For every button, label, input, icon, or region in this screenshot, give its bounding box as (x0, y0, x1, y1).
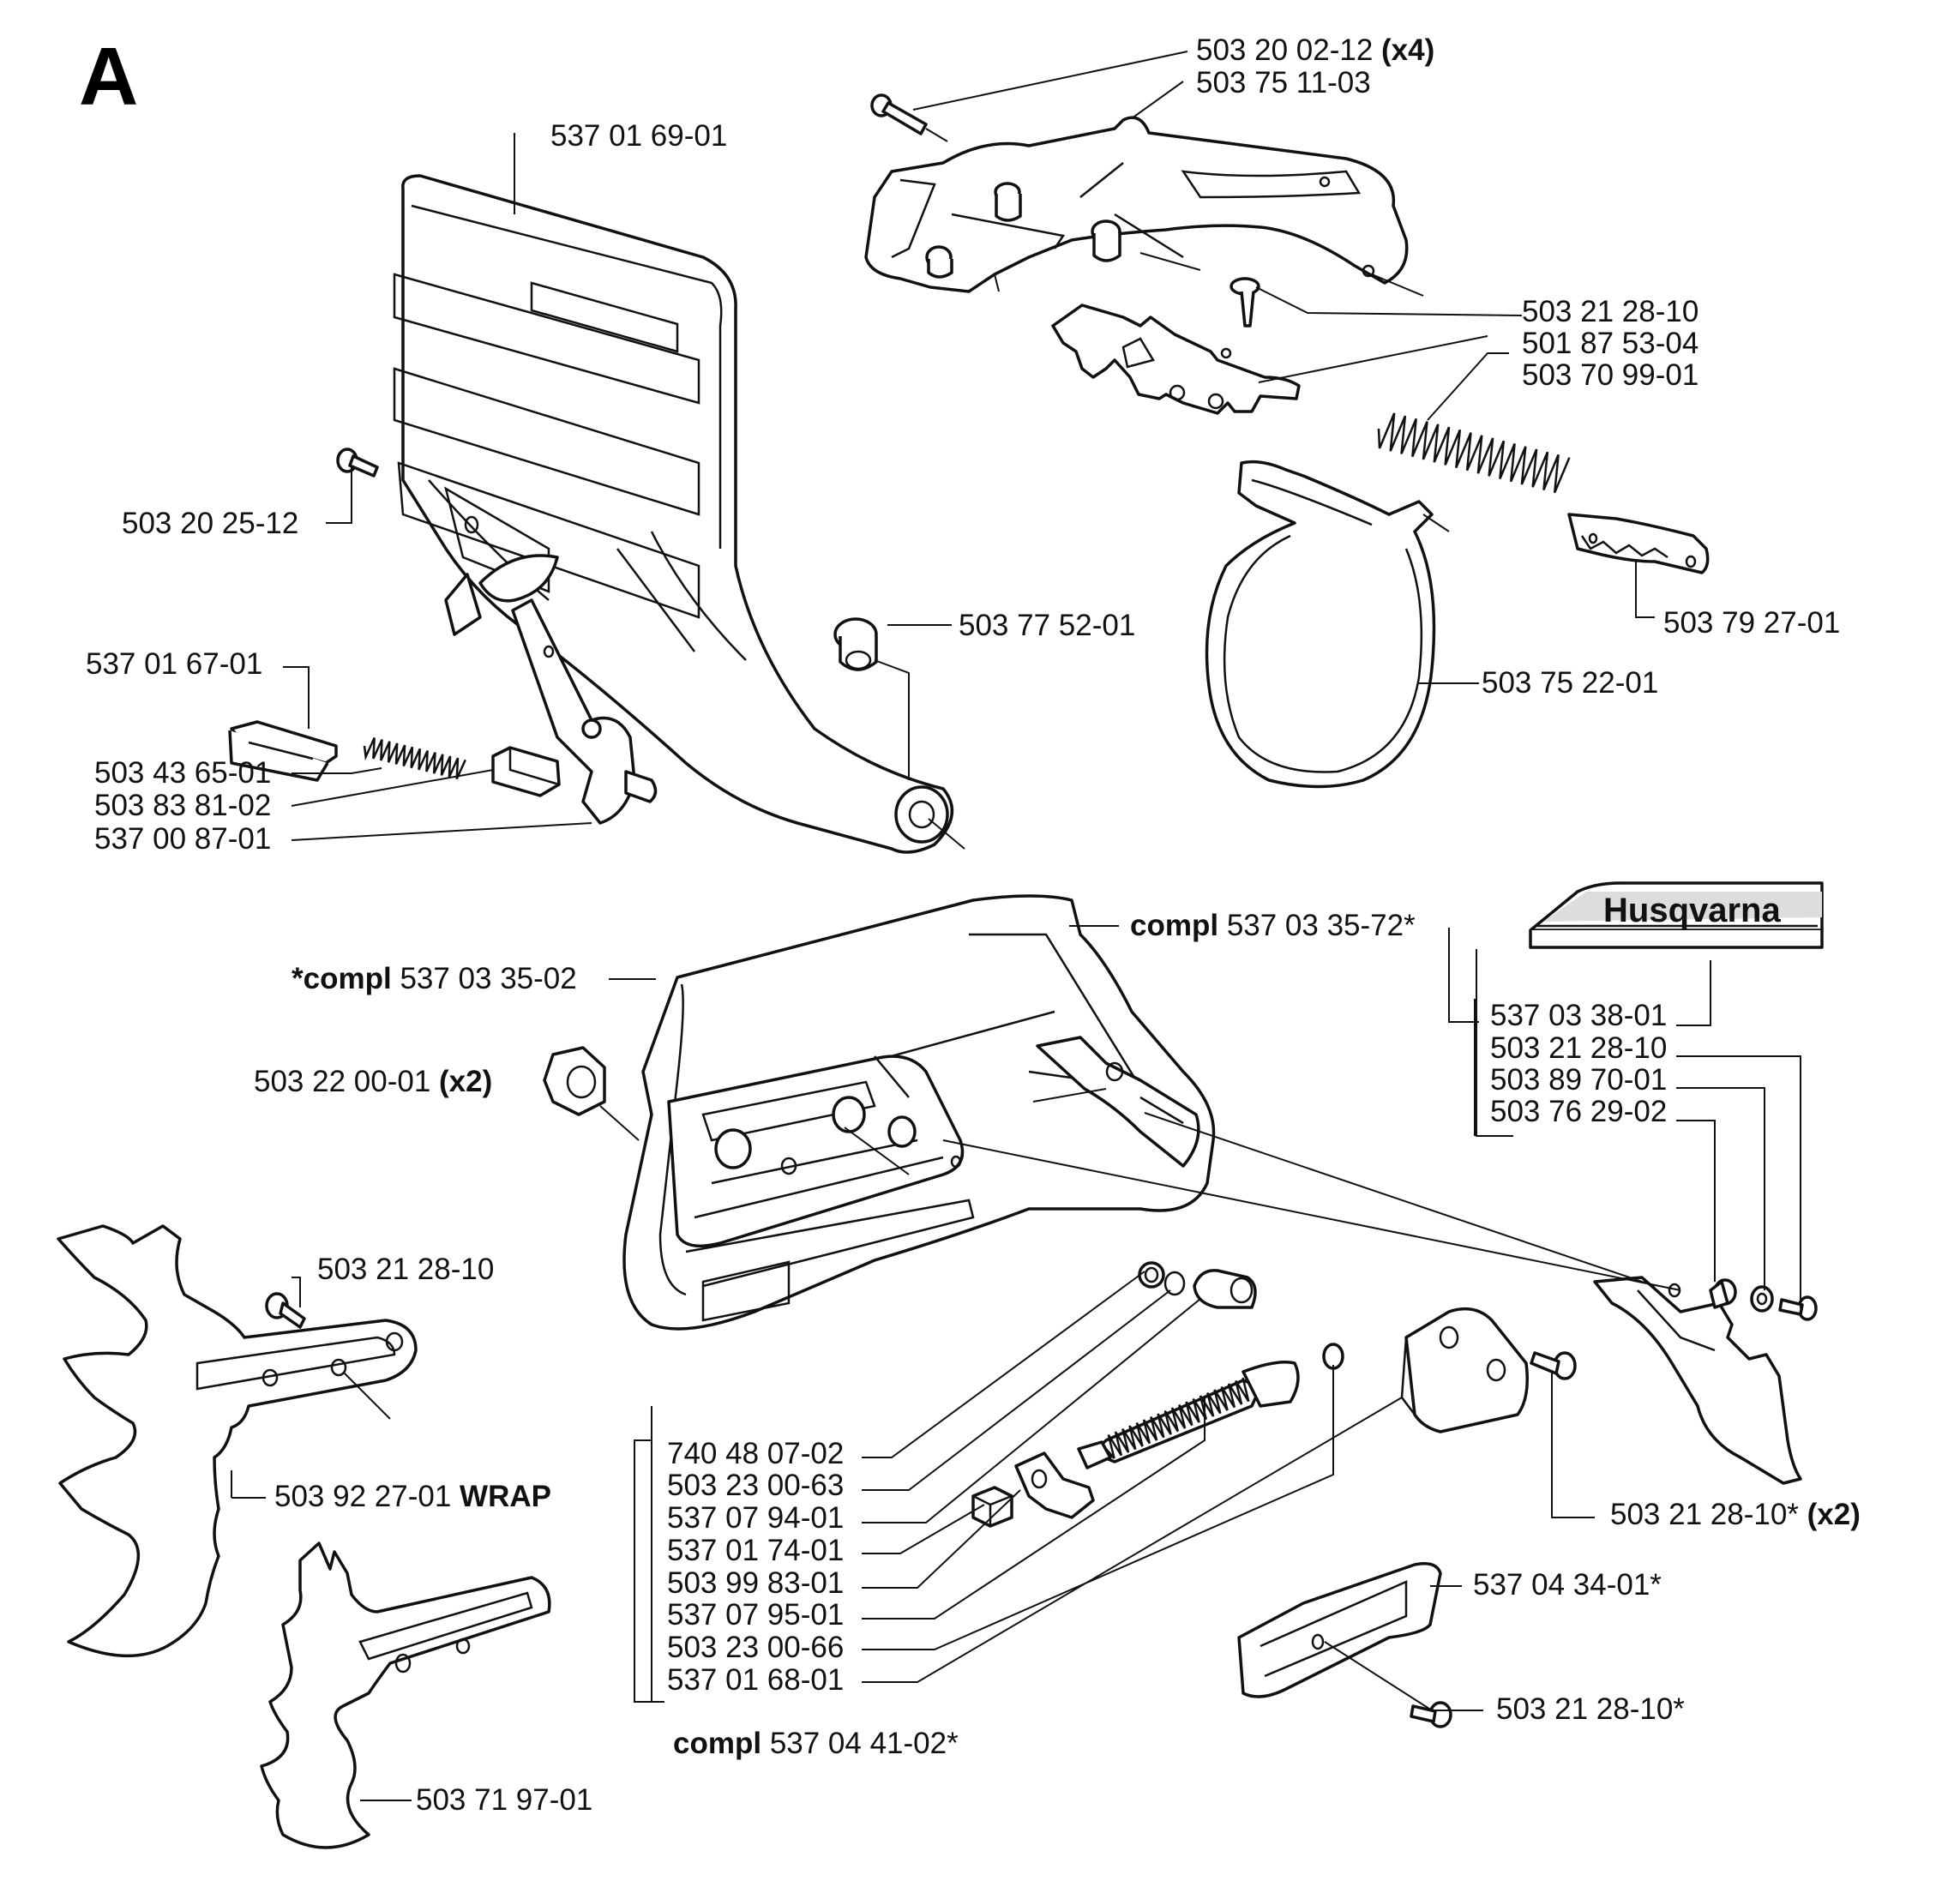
brake-shoe-part (1567, 513, 1710, 574)
husqvarna-logo-text: Husqvarna (1603, 892, 1781, 929)
brake-lever-part (511, 598, 658, 825)
label-537-01-74-01: 537 01 74-01 (667, 1534, 844, 1567)
brake-band-part (1205, 460, 1450, 789)
label-503-21-28-10-top: 503 21 28-10 (1522, 295, 1698, 328)
label-503-23-00-66: 503 23 00-66 (667, 1631, 844, 1664)
spacer-503-89-70-01 (1709, 1278, 1737, 1309)
label-537-03-38-01: 537 03 38-01 (1490, 999, 1667, 1032)
label-503-20-25-12: 503 20 25-12 (122, 507, 298, 540)
label-740-48-07-02: 740 48 07-02 (667, 1437, 844, 1470)
label-503-21-28-10-guide: 503 21 28-10* (1496, 1692, 1685, 1726)
spring-assembly-part (228, 720, 338, 782)
adjusting-screw-part (1077, 1343, 1344, 1469)
brake-spring-part (1377, 412, 1571, 494)
label-503-99-83-01: 503 99 83-01 (667, 1566, 844, 1600)
chain-guard-part (1593, 1276, 1802, 1485)
label-537-07-94-01: 537 07 94-01 (667, 1501, 844, 1535)
label-503-76-29-02: 503 76 29-02 (1490, 1095, 1667, 1128)
label-537-00-87-01: 537 00 87-01 (94, 822, 271, 856)
square-nut-part (971, 1486, 1013, 1528)
label-537-01-68-01: 537 01 68-01 (667, 1663, 844, 1697)
spring-503-43-65-01 (363, 736, 466, 780)
group-brackets (634, 999, 1476, 1703)
label-compl-537-03-35-02: *compl 537 03 35-02 (292, 962, 577, 995)
tensioner-housing-part (622, 894, 1216, 1331)
label-537-07-95-01: 537 07 95-01 (667, 1598, 844, 1632)
husqvarna-decal-part: Husqvarna (1529, 881, 1824, 949)
brake-trigger-part (1051, 277, 1301, 415)
label-503-43-65-01: 503 43 65-01 (94, 756, 271, 790)
label-503-22-00-01: 503 22 00-01 (x2) (254, 1065, 492, 1098)
label-503-89-70-01: 503 89 70-01 (1490, 1063, 1667, 1097)
label-537-04-34-01: 537 04 34-01* (1473, 1568, 1662, 1602)
brake-shield-plate (864, 116, 1424, 297)
label-503-77-52-01: 503 77 52-01 (959, 609, 1135, 642)
label-503-83-81-02: 503 83 81-02 (94, 789, 271, 822)
o-ring-740-48-07-02 (1138, 1261, 1165, 1289)
label-compl-537-03-35-72: compl 537 03 35-72* (1130, 909, 1416, 942)
label-503-21-28-10-spike: 503 21 28-10 (317, 1253, 494, 1286)
guide-plate-part (1237, 1562, 1442, 1698)
label-503-21-28-10-x2: 503 21 28-10* (x2) (1610, 1498, 1861, 1531)
label-compl-537-04-41-02: compl 537 04 41-02* (673, 1727, 959, 1760)
screw-503-21-28-10-star (1410, 1701, 1452, 1728)
section-letter: A (79, 31, 138, 123)
washer-503-23-00-63 (1163, 1271, 1186, 1296)
screw-503-21-28-10-x2 (1530, 1351, 1577, 1380)
screw-503-21-28-10-spike (265, 1292, 306, 1329)
screw-503-20-02-12 (870, 93, 948, 142)
label-503-75-11-03: 503 75 11-03 (1196, 66, 1371, 99)
tensioner-plate-part (1400, 1307, 1529, 1433)
clutch-cover-part (393, 174, 965, 854)
label-503-71-97-01: 503 71 97-01 (416, 1783, 592, 1817)
label-501-87-53-04: 501 87 53-04 (1522, 327, 1698, 360)
label-503-70-99-01: 503 70 99-01 (1522, 358, 1698, 392)
bumper-spike-part (260, 1541, 551, 1849)
screw-503-20-25-12 (336, 448, 379, 478)
label-537-01-67-01: 537 01 67-01 (86, 647, 262, 681)
label-503-92-27-01-wrap: 503 92 27-01 WRAP (274, 1480, 551, 1513)
label-537-01-69-01: 537 01 69-01 (550, 119, 727, 153)
label-503-21-28-10-right: 503 21 28-10 (1490, 1031, 1667, 1065)
bushing-part (833, 617, 878, 671)
bumper-spike-wrap-part (57, 1224, 418, 1658)
label-503-20-02-12: 503 20 02-12 (x4) (1196, 33, 1434, 67)
label-503-23-00-63: 503 23 00-63 (667, 1469, 844, 1502)
label-503-79-27-01: 503 79 27-01 (1663, 606, 1840, 640)
tensioner-nut-part (1014, 1451, 1095, 1519)
bar-nut-part (543, 1046, 640, 1141)
part-labels: 503 20 02-12 (x4) 503 75 11-03 537 01 69… (86, 33, 1861, 1817)
worm-gear-537-07-94-01 (1193, 1269, 1257, 1309)
label-503-75-22-01: 503 75 22-01 (1482, 666, 1658, 700)
washer-503-21-28-10 (1750, 1285, 1774, 1313)
screw-537-03-38-01 (1778, 1295, 1818, 1321)
block-503-83-81-02 (491, 746, 561, 797)
